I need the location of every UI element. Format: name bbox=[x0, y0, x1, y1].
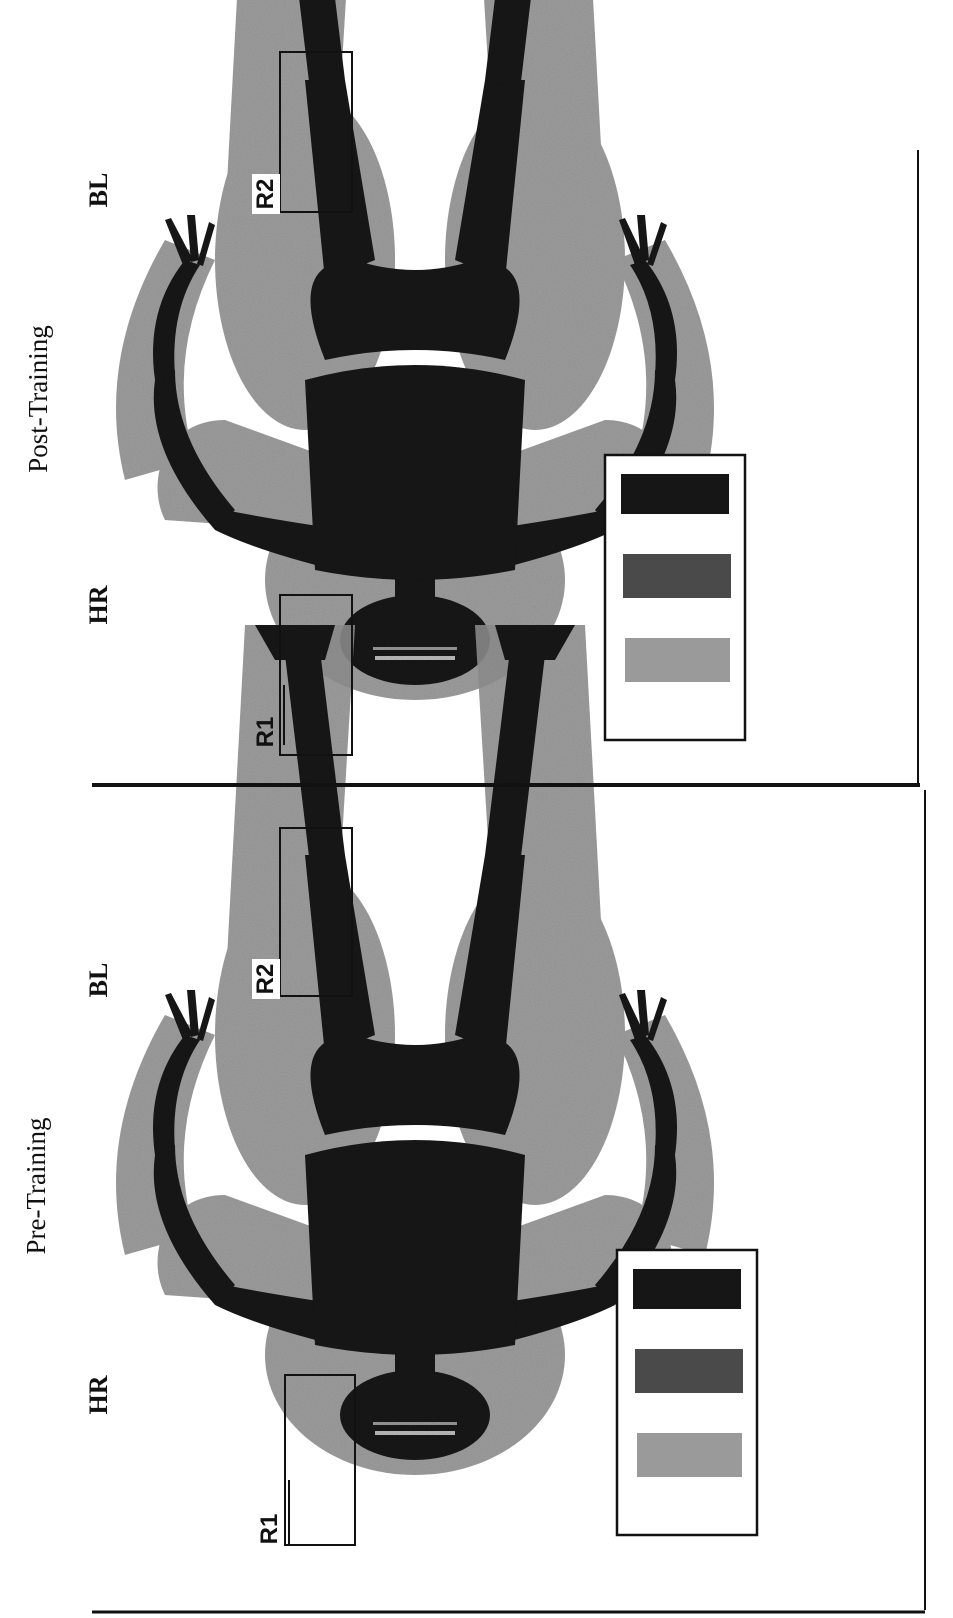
pre-hr-label: HR bbox=[84, 1370, 114, 1420]
pre-r1-label: R1 bbox=[256, 1509, 284, 1549]
pre-r1-tick bbox=[288, 1480, 290, 1545]
post-r1-label: R1 bbox=[252, 712, 280, 752]
pre-training-legend bbox=[617, 1250, 757, 1535]
post-training-title: Post-Training bbox=[23, 314, 55, 484]
post-training-legend bbox=[605, 455, 745, 740]
post-hr-label: HR bbox=[84, 580, 114, 630]
post-r2-label: R2 bbox=[252, 174, 280, 214]
pre-bl-label: BL bbox=[84, 955, 114, 1005]
pre-training-title: Pre-Training bbox=[21, 1111, 53, 1261]
post-bl-label: BL bbox=[84, 165, 114, 215]
pre-r2-label: R2 bbox=[252, 959, 280, 999]
post-r1-tick bbox=[283, 685, 285, 745]
